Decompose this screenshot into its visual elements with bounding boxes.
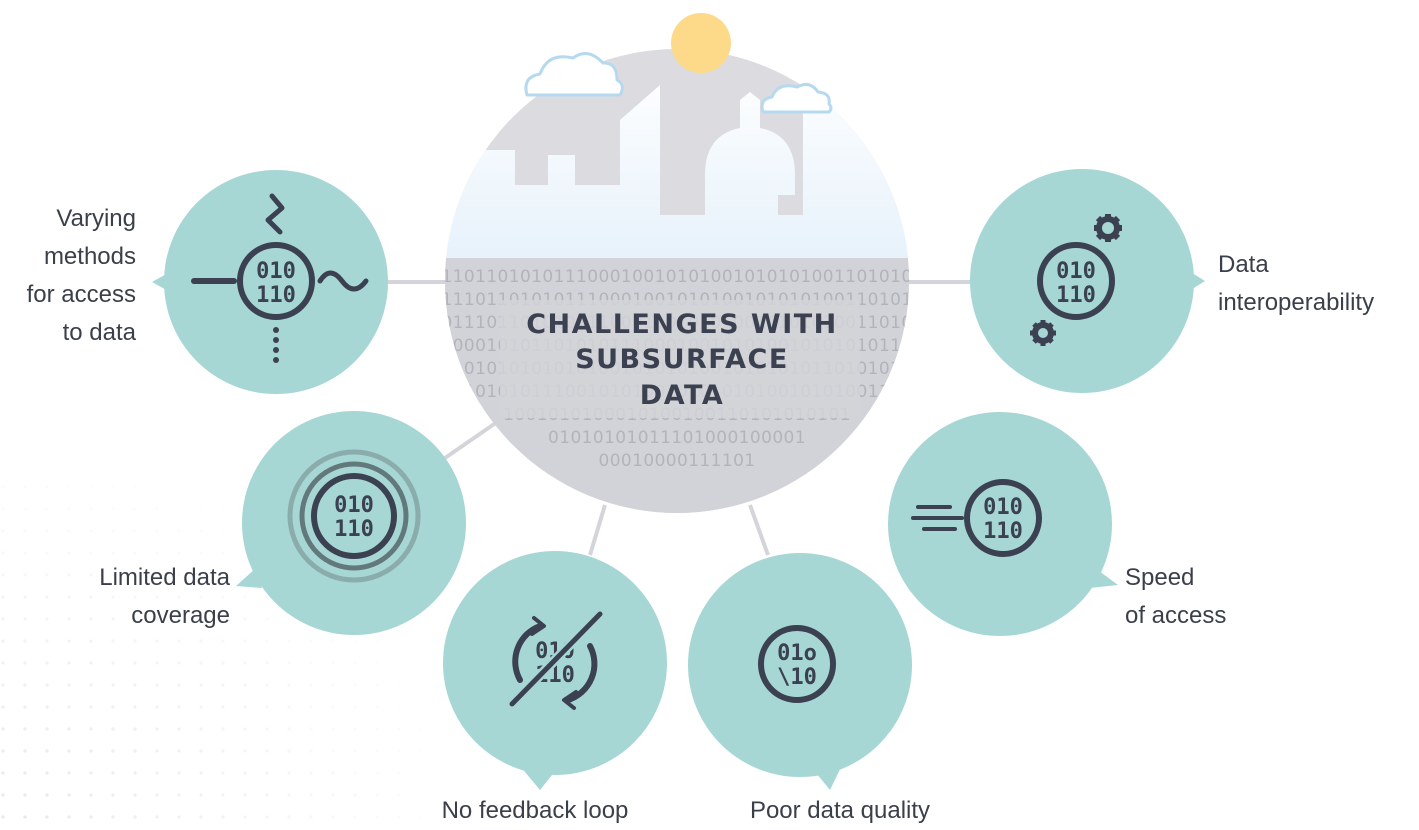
label-line: to data <box>62 319 136 346</box>
code-line-2: 110 <box>1056 283 1096 308</box>
connector-quality <box>748 504 770 556</box>
code-line-1: 010 <box>256 259 296 284</box>
connector-coverage <box>443 418 502 460</box>
challenge-data-interoperability: 010 110 <box>970 169 1205 393</box>
code-line-1: 010 <box>1056 259 1096 284</box>
node-circle <box>970 169 1194 393</box>
challenge-poor-data-quality: 01o \10 <box>688 553 912 790</box>
label-line: Data <box>1218 251 1269 278</box>
code-line-2: \10 <box>777 665 817 690</box>
label-line: Speed <box>1125 564 1195 591</box>
code-line-2: 110 <box>983 519 1023 544</box>
label-varying-methods: Varying methods for access to data <box>10 200 136 352</box>
node-pointer <box>152 272 170 292</box>
gears-icon: 010 110 <box>1030 214 1122 346</box>
binary-row: 00010000111101 <box>598 451 755 471</box>
label-line: methods <box>43 243 136 270</box>
broken-loop-icon: 010 110 <box>505 607 607 711</box>
connector-feedback <box>588 504 607 556</box>
title-backdrop <box>500 300 860 418</box>
node-circle <box>888 412 1112 636</box>
code-line-2: 110 <box>334 517 374 542</box>
node-pointer <box>812 763 843 790</box>
label-line: Limited data <box>99 564 230 591</box>
challenge-limited-coverage: 010 110 <box>236 411 466 635</box>
label-data-interoperability: Data interoperability <box>1218 246 1408 322</box>
label-line: interoperability <box>1218 289 1375 316</box>
challenge-varying-methods: 010 110 <box>152 170 388 394</box>
node-pointer <box>520 766 556 790</box>
label-line: Poor data quality <box>749 797 931 824</box>
title-line-1: CHALLENGES WITH <box>526 309 838 340</box>
code-line-1: 01o <box>777 641 817 666</box>
label-limited-coverage: Limited data coverage <box>60 559 230 635</box>
node-circle <box>242 411 466 635</box>
node-circle <box>164 170 388 394</box>
speed-lines-icon: 010 110 <box>911 479 1042 557</box>
label-poor-data-quality: Poor data quality <box>715 792 965 830</box>
label-line: of access <box>1125 602 1227 629</box>
label-line: for access <box>26 281 136 308</box>
label-line: coverage <box>131 602 230 629</box>
sun-icon <box>671 13 731 73</box>
binary-row: 01010101011101000100001 <box>548 428 806 448</box>
binary-row: 1111011010101110001001010100101010100110… <box>419 267 935 287</box>
challenge-no-feedback-loop: 010 110 <box>443 551 667 790</box>
coverage-rings-icon: 010 110 <box>287 449 421 583</box>
code-line-2: 110 <box>256 283 296 308</box>
sky-area <box>445 60 909 258</box>
scrambled-data-icon: 01o \10 <box>758 625 836 703</box>
cloud-left-icon <box>524 52 624 97</box>
title-line-3: DATA <box>640 380 724 411</box>
code-line-1: 010 <box>334 493 374 518</box>
node-circle <box>688 553 912 777</box>
challenge-speed-of-access: 010 110 <box>888 412 1118 636</box>
title-line-2: SUBSURFACE <box>575 344 789 375</box>
label-line: No feedback loop <box>441 797 629 824</box>
node-pointer <box>1090 568 1118 588</box>
code-line-1: 010 <box>983 495 1023 520</box>
node-pointer <box>1189 271 1205 291</box>
cloud-right-icon <box>760 82 833 114</box>
label-line: Varying <box>56 205 136 232</box>
access-methods-icon: 010 110 <box>191 193 369 363</box>
label-speed-of-access: Speed of access <box>1125 559 1295 635</box>
node-pointer <box>236 568 262 588</box>
label-no-feedback-loop: No feedback loop <box>410 792 660 830</box>
